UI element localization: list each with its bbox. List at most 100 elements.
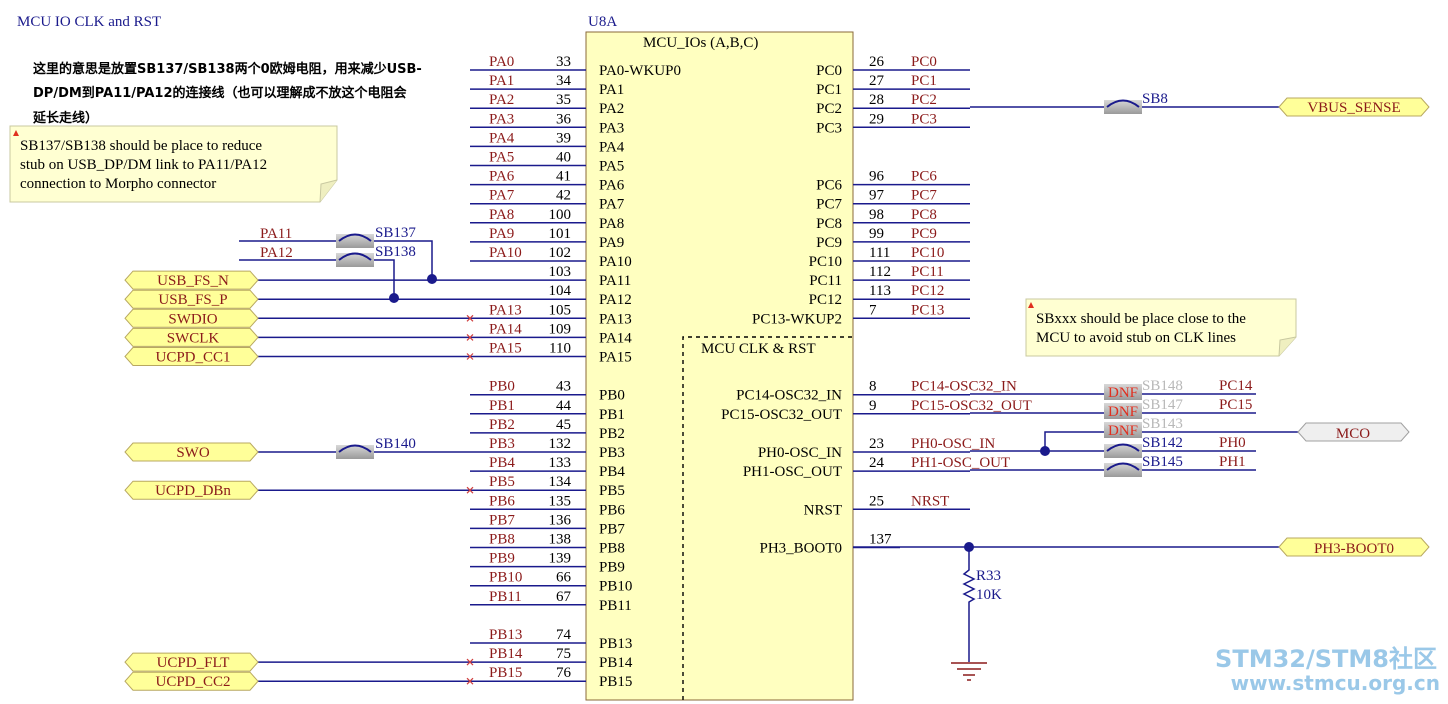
pin-number: 24 xyxy=(869,455,885,471)
port-ucpd-cc1[interactable]: UCPD_CC1 xyxy=(124,347,474,366)
solder-bridge-sb140[interactable] xyxy=(336,444,374,459)
resistor-value: 10K xyxy=(976,587,1002,603)
port-ucpd-dbn[interactable]: UCPD_DBn xyxy=(124,480,474,500)
pin-name: PB7 xyxy=(599,521,625,537)
solder-bridge-sb143[interactable]: DNF xyxy=(1104,422,1142,439)
port-usb-fs-n[interactable]: USB_FS_N xyxy=(124,270,470,290)
pin-name: PB13 xyxy=(599,636,632,652)
port-ucpd-cc2[interactable]: UCPD_CC2 xyxy=(124,671,474,691)
resistor-r33[interactable] xyxy=(962,547,976,662)
solder-bridge-sb147[interactable]: DNF xyxy=(1104,403,1142,420)
solder-bridge-sb148[interactable]: DNF xyxy=(1104,384,1142,401)
solder-bridge-sb8[interactable] xyxy=(1104,99,1142,114)
solder-bridge-sb137[interactable] xyxy=(336,233,374,248)
port-label: UCPD_CC2 xyxy=(155,674,230,690)
net-label-pc14: PC14 xyxy=(1219,378,1253,394)
solder-bridge-sb145[interactable] xyxy=(1104,462,1142,477)
mcu-body[interactable] xyxy=(585,31,854,701)
pin-number: 136 xyxy=(549,512,572,528)
solder-bridge-sb138[interactable] xyxy=(336,252,374,267)
jumper-label-sb140: SB140 xyxy=(375,436,416,452)
net-label: PB9 xyxy=(489,551,515,567)
no-connect-icon xyxy=(466,353,474,360)
port-usb-fs-p[interactable]: USB_FS_P xyxy=(124,289,470,309)
pin-number: 109 xyxy=(549,321,572,337)
net-label: PC3 xyxy=(911,111,937,127)
port-ucpd-flt[interactable]: UCPD_FLT xyxy=(124,652,474,672)
note-sb137-138[interactable]: SB137/SB138 should be place to reduce st… xyxy=(9,125,338,203)
pin-name: PB11 xyxy=(599,598,632,614)
note-sbxxx[interactable]: SBxxx should be place close to the MCU t… xyxy=(1025,298,1297,357)
net-label: PB6 xyxy=(489,493,515,509)
pin-name: PA6 xyxy=(599,178,625,194)
usb-jumper-area: PA11 PA12 SB137 SB138 xyxy=(239,225,437,303)
port-swo[interactable]: SWO xyxy=(124,442,336,462)
port-mco[interactable]: MCO xyxy=(1297,422,1410,442)
port-ph3-boot0[interactable]: PH3-BOOT0 xyxy=(1278,537,1430,557)
pin-number: 26 xyxy=(869,54,885,70)
solder-bridge-sb142[interactable] xyxy=(1104,443,1142,458)
port-swclk[interactable]: SWCLK xyxy=(124,327,474,347)
pin-name: PB15 xyxy=(599,674,632,690)
pin-number: 41 xyxy=(556,169,571,185)
pin-number: 45 xyxy=(556,417,571,433)
pin-name: PC3 xyxy=(816,120,842,136)
pin-number: 67 xyxy=(556,589,572,605)
net-label: PB3 xyxy=(489,436,515,452)
port-vbus-sense[interactable]: VBUS_SENSE xyxy=(1278,97,1430,117)
pin-name: PA8 xyxy=(599,216,624,232)
port-swdio[interactable]: SWDIO xyxy=(124,308,474,328)
